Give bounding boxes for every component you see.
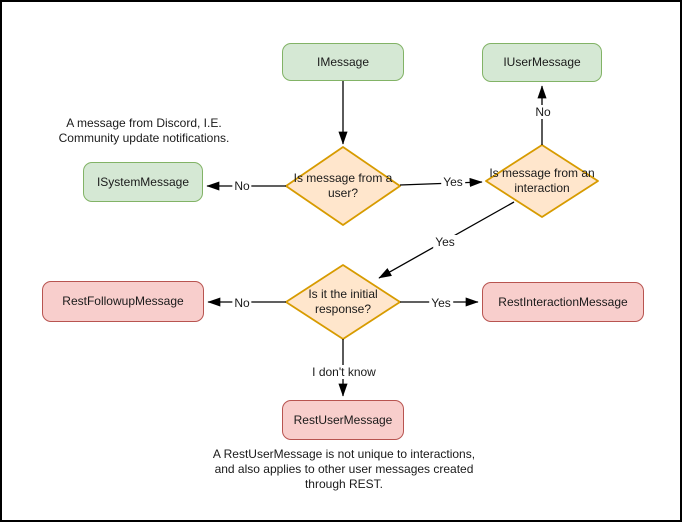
- decision-from-user-label: Is message from a user?: [293, 171, 393, 200]
- node-isystemmessage: ISystemMessage: [83, 162, 203, 202]
- node-imessage: IMessage: [282, 43, 404, 81]
- node-restusermessage: RestUserMessage: [282, 400, 404, 440]
- decision-from-user-diamond: [285, 146, 401, 226]
- edge-from-user-to-from-interaction: [399, 177, 483, 187]
- edge-label-user-no: No: [232, 179, 252, 193]
- node-iusermessage: IUserMessage: [482, 43, 602, 82]
- edge-label-interaction-yes: Yes: [433, 235, 457, 249]
- edge-label-user-yes: Yes: [441, 175, 465, 189]
- edge-label-initial-no: No: [232, 296, 252, 310]
- annotation-system-note: A message from Discord, I.E. Community u…: [58, 116, 230, 145]
- decision-initial-response-label: Is it the initial response?: [308, 287, 378, 316]
- node-restinteractionmessage: RestInteractionMessage: [482, 282, 644, 322]
- edge-label-initial-unknown: I don't know: [310, 365, 378, 379]
- edge-label-initial-yes: Yes: [429, 296, 453, 310]
- decision-from-interaction-label: Is message from an interaction: [489, 166, 595, 195]
- decision-from-interaction-diamond: [485, 144, 599, 218]
- annotation-restuser-note: A RestUserMessage is not unique to inter…: [212, 447, 476, 491]
- edge-label-interaction-no: No: [533, 105, 553, 119]
- node-restfollowupmessage: RestFollowupMessage: [42, 281, 204, 322]
